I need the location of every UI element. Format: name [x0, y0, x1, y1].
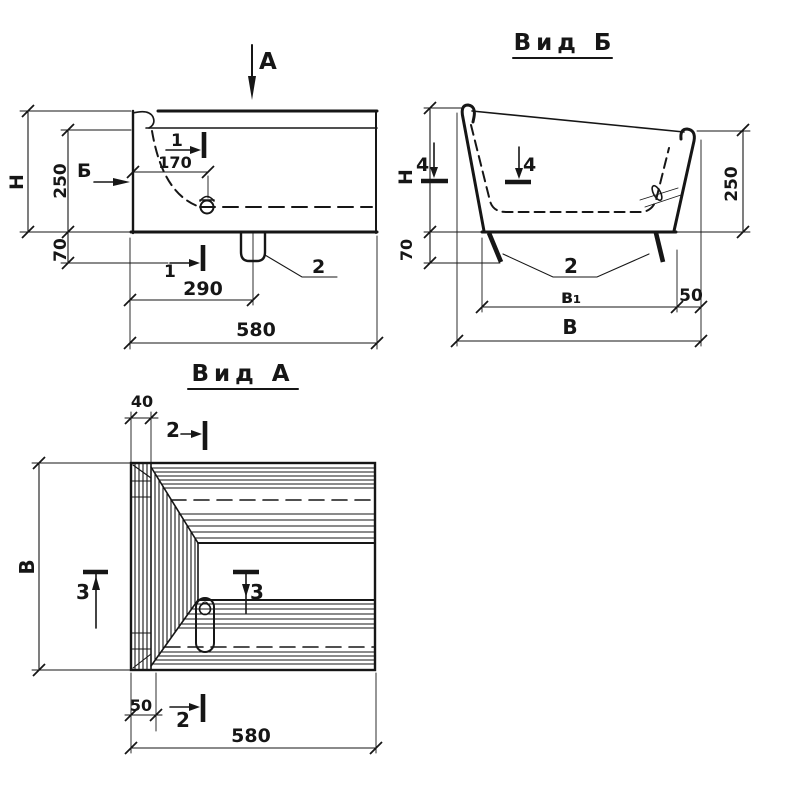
view-b-title: Вид Б [514, 30, 617, 56]
leg-callout-label: 2 [312, 256, 325, 278]
dim-height-side: Н [6, 104, 132, 239]
leg-callout: 2 [264, 254, 338, 278]
overflow-fitting [639, 184, 682, 208]
section-mark-1-bottom: 1 [164, 245, 206, 282]
inner-profile-hidden-line [470, 124, 670, 213]
dim-40: 40 [124, 392, 159, 464]
dim-b1-label: в₁ [561, 286, 581, 308]
legs-b [486, 232, 666, 263]
dim-height-b: Н [395, 101, 483, 239]
tub-plan-outline [129, 461, 377, 672]
dim-70-side: 70 [51, 231, 169, 270]
view-arrow-a: А [248, 44, 277, 100]
view-arrow-a-label: А [259, 49, 277, 75]
section-3-inner-label: 3 [250, 580, 264, 604]
dim-b-plan-label: В [15, 559, 39, 574]
tub-b-outline [460, 103, 696, 234]
view-a: Вид А [15, 361, 383, 755]
section-1-top-label: 1 [171, 131, 183, 151]
dim-250-side-label: 250 [51, 163, 71, 199]
dim-40-label: 40 [131, 392, 153, 411]
inner-wall-hidden-line [151, 130, 201, 208]
dim-170: 170 [126, 153, 215, 199]
side-view: А 2 Б [6, 44, 384, 350]
dim-580-plan: 580 [124, 672, 383, 755]
view-arrow-b: Б [77, 160, 130, 186]
dim-70-b: 70 [397, 231, 501, 270]
arrow-b-head-icon [113, 178, 130, 186]
view-a-title: Вид А [191, 361, 294, 387]
arrow-a-head-icon [248, 76, 256, 100]
dim-b-label: В [562, 315, 577, 339]
dim-580-plan-label: 580 [231, 725, 271, 747]
dim-70-side-label: 70 [51, 238, 71, 262]
dim-50-plan: 50 [124, 672, 163, 754]
drain-plug-side [199, 195, 215, 215]
section-4-inner-label: 4 [523, 154, 536, 176]
view-b: Вид Б 2 4 [395, 30, 751, 348]
dim-250-b: 250 [676, 123, 751, 239]
dim-290-label: 290 [183, 278, 223, 300]
view-arrow-b-label: Б [77, 160, 91, 182]
legs-callout-label: 2 [564, 254, 578, 278]
section-2-bottom-label: 2 [176, 708, 190, 732]
dim-b: В [450, 112, 708, 348]
section-1-bottom-label: 1 [164, 262, 176, 282]
section-mark-1-top: 1 [165, 131, 207, 158]
dim-height-b-label: Н [395, 169, 417, 185]
dim-b1: в₁ [475, 237, 684, 314]
view-a-title-group: Вид А [187, 361, 299, 390]
legs-callout: 2 [502, 253, 650, 278]
section-mark-4-left: 4 [416, 142, 448, 184]
dim-b-plan: В [15, 456, 132, 677]
dim-50-b: 50 [676, 286, 708, 314]
section-2-top-label: 2 [166, 418, 180, 442]
section-4-left-label: 4 [416, 154, 429, 176]
section-3-left-label: 3 [76, 580, 90, 604]
dim-250-b-label: 250 [722, 166, 742, 202]
drain-plan [195, 597, 215, 653]
dim-170-label: 170 [158, 153, 191, 172]
section-mark-2-bottom: 2 [169, 694, 206, 732]
dim-50-b-label: 50 [679, 286, 703, 306]
view-b-title-group: Вид Б [512, 30, 617, 59]
dim-height-side-label: Н [6, 174, 28, 190]
dim-250-side: 250 [51, 123, 132, 239]
dim-580-side: 580 [123, 235, 384, 350]
dim-70-b-label: 70 [397, 239, 416, 261]
section-mark-3-left: 3 [76, 569, 108, 629]
section-mark-4-inner: 4 [505, 146, 536, 185]
dim-290: 290 [123, 231, 260, 350]
dim-580-side-label: 580 [236, 319, 276, 341]
section-mark-2-top: 2 [166, 418, 208, 450]
section-mark-3-inner: 3 [233, 569, 264, 614]
